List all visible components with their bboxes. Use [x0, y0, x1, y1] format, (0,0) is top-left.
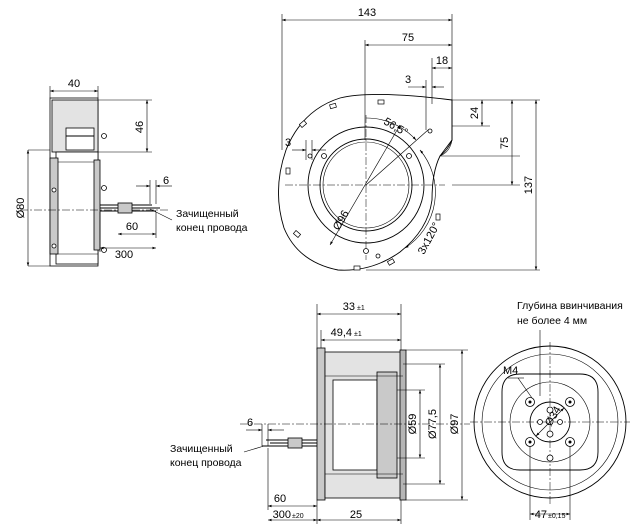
label-width-40: 40	[68, 78, 80, 90]
label-overall-143: 143	[358, 7, 376, 19]
note-screw-depth-line1: Глубина ввинчивания	[517, 300, 623, 312]
front-view-top-labels: 143 75 18 3 3 24 75 137 56,5° Ø96 3x120°	[285, 7, 535, 257]
side-view-top-left-labels: 40 46 Ø80 6 60 300 Зачищенный конец пров…	[15, 78, 248, 261]
label-dia-97: Ø97	[449, 414, 461, 435]
note-screw-depth-line2: не более 4 мм	[517, 315, 587, 327]
label-wire-6-bottom: 6	[247, 417, 253, 429]
label-dia-34: Ø34	[543, 404, 564, 428]
label-dia-59: Ø59	[407, 414, 419, 435]
label-tol-33: ±1	[357, 305, 365, 312]
label-dia-96: Ø96	[331, 208, 352, 232]
label-wire-60: 60	[126, 221, 138, 233]
side-view-top-left	[20, 86, 173, 267]
label-dim-137: 137	[523, 176, 535, 194]
note-stripped-wire-line1: Зачищенный	[176, 208, 239, 220]
label-dim-49-4: 49,4	[331, 327, 352, 339]
note-stripped-wire-bottom-line2: конец провода	[170, 457, 242, 469]
side-view-bottom	[240, 304, 470, 524]
label-dim-24: 24	[469, 107, 481, 119]
label-dim-75-h: 75	[402, 32, 414, 44]
label-dim-3-left: 3	[285, 137, 291, 149]
side-view-bottom-labels: 33 ±1 49,4 ±1 Ø59 Ø77,5 Ø97 6 60 300 ±20…	[170, 301, 461, 521]
label-dim-25: 25	[350, 509, 362, 521]
label-dim-47: 47	[535, 509, 547, 521]
label-wire-300: 300	[115, 249, 133, 261]
label-dim-3-top: 3	[405, 74, 411, 86]
label-dia-80: Ø80	[15, 198, 27, 219]
label-dim-33: 33	[343, 301, 355, 313]
label-dim-75-v: 75	[499, 137, 511, 149]
label-wire-300-bottom: 300	[273, 509, 291, 521]
label-dia-77-5: Ø77,5	[427, 409, 439, 439]
label-holes-3x120: 3x120°	[416, 221, 443, 257]
label-dim-18: 18	[436, 55, 448, 67]
label-wire-60-bottom: 60	[274, 493, 286, 505]
scroll-housing	[278, 93, 453, 271]
front-view-top	[278, 14, 540, 271]
label-wire-6: 6	[163, 175, 169, 187]
rear-view-bottom	[470, 330, 630, 520]
note-stripped-wire-line2: конец провода	[176, 222, 248, 234]
label-tol-49-4: ±1	[354, 331, 362, 338]
label-tol-47: ±0,15	[548, 513, 566, 520]
label-height-46: 46	[134, 121, 146, 133]
rear-view-bottom-labels: Глубина ввинчивания не более 4 мм M4 Ø34…	[503, 300, 623, 521]
label-tol-300: ±20	[292, 513, 304, 520]
note-stripped-wire-bottom-line1: Зачищенный	[170, 443, 233, 455]
label-thread-m4: M4	[503, 365, 518, 377]
